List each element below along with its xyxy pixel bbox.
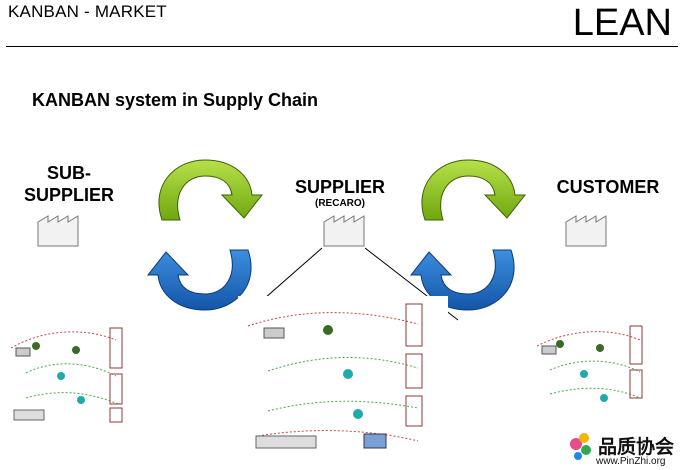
brand-logo-icon: [570, 433, 591, 460]
blue-arrow-icon: [409, 249, 515, 311]
factory-icon: [565, 215, 607, 247]
factory-icon: [37, 215, 79, 247]
process-illustration-center: [238, 296, 448, 458]
brand-url: www.PinZhi.org: [596, 456, 666, 467]
process-illustration-right: [532, 318, 654, 418]
green-arrow-icon: [421, 159, 527, 221]
header-title-right: LEAN: [572, 2, 672, 44]
sub-supplier-label-line2: SUPPLIER: [23, 185, 115, 205]
sub-supplier-label: SUB- SUPPLIER: [14, 162, 124, 206]
brand-name: 品质协会: [598, 436, 675, 458]
supplier-sublabel: (RECARO): [315, 198, 365, 209]
diagram-subtitle: KANBAN system in Supply Chain: [32, 90, 319, 110]
customer-label: CUSTOMER: [556, 177, 660, 197]
header-title-left: KANBAN - MARKET: [8, 2, 167, 21]
arrow-cycle-left: [146, 159, 264, 311]
supplier-label: SUPPLIER: [294, 177, 386, 197]
arrow-cycle-right: [409, 159, 527, 311]
sub-supplier-label-line1: SUB-: [47, 163, 91, 183]
header-rule: [6, 46, 678, 47]
process-illustration-left: [6, 318, 134, 426]
blue-arrow-icon: [146, 249, 252, 311]
green-arrow-icon: [158, 159, 264, 221]
factory-icon: [323, 215, 365, 247]
